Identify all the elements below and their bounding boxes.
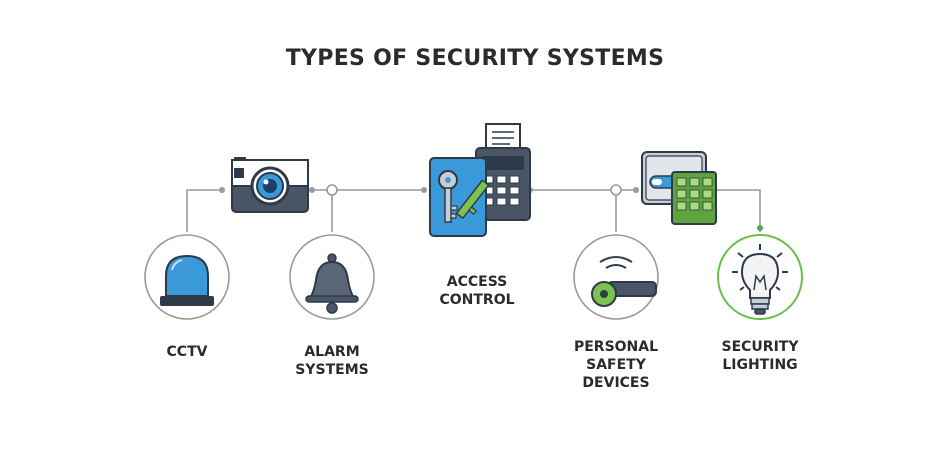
label-personal-safety-devices: PERSONAL SAFETY DEVICES: [573, 339, 659, 391]
bell-icon: [305, 253, 359, 314]
cctv-node: [144, 234, 230, 320]
label-access-control: ACCESS CONTROL: [439, 274, 515, 308]
keypad-safe-icon: [641, 151, 717, 225]
alarm-node: [289, 234, 375, 320]
light-bulb-icon: [732, 244, 788, 315]
camera-icon: [231, 157, 309, 213]
page-title: TYPES OF SECURITY SYSTEMS: [285, 46, 665, 71]
label-cctv: CCTV: [166, 344, 208, 360]
label-alarm-systems: ALARM SYSTEMS: [295, 344, 369, 378]
label-security-lighting: SECURITY LIGHTING: [721, 339, 799, 373]
whistle-icon: [591, 256, 657, 307]
dome-light-icon: [160, 254, 214, 306]
personal-safety-node: [573, 234, 659, 320]
security-lighting-node: [717, 234, 803, 320]
keycard-terminal-icon: [429, 123, 531, 237]
